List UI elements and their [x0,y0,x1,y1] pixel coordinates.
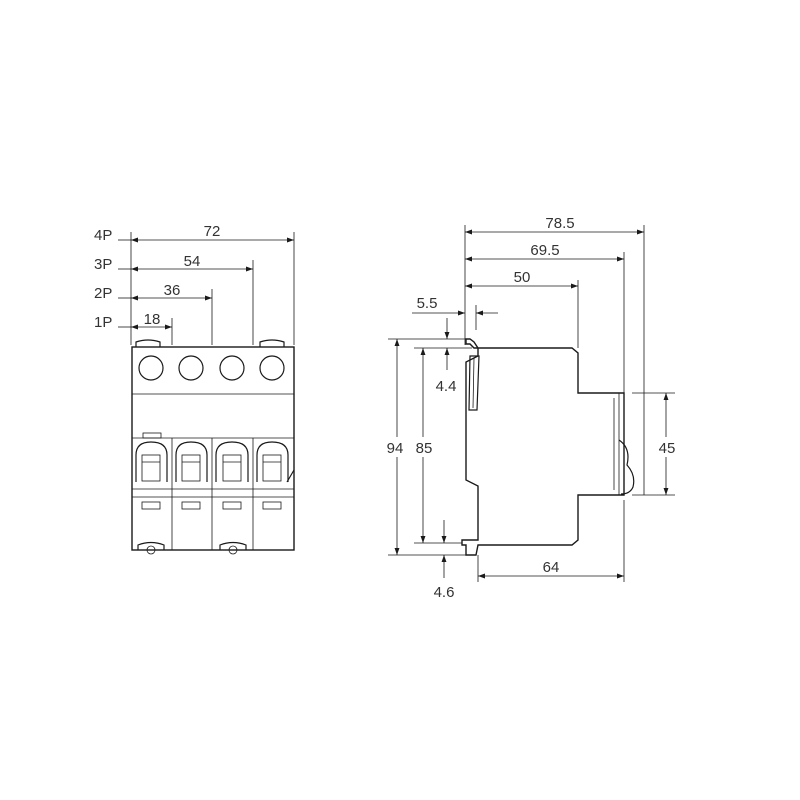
dim-label-4-6: 4.6 [434,584,455,601]
dim-label-45: 45 [659,440,676,457]
pole-label-1p: 1P [94,314,112,331]
dim-label-36: 36 [164,282,181,299]
pole-label-3p: 3P [94,256,112,273]
dim-label-50: 50 [514,269,531,286]
toggle-handle-1 [135,441,168,482]
bottom-terminal-tab-1 [137,541,165,555]
dim-label-78-5: 78.5 [545,215,574,232]
dim-label-94: 94 [387,440,404,457]
dim-label-5-5: 5.5 [417,295,438,312]
dim-label-18: 18 [144,311,161,328]
dim-label-54: 54 [184,253,201,270]
dim-label-85: 85 [416,440,433,457]
dim-label-64: 64 [543,559,560,576]
bottom-terminal-tab-2 [219,541,247,555]
dim-label-4-4: 4.4 [436,378,457,395]
breaker-side-profile [461,338,625,556]
pole-label-4p: 4P [94,227,112,244]
pole-label-2p: 2P [94,285,112,302]
breaker-front-body [131,346,295,551]
terminal-screw-2 [178,355,204,381]
toggle-lever-side [618,439,635,495]
toggle-handle-4 [256,441,289,482]
terminal-screw-4 [259,355,285,381]
toggle-handle-2 [175,441,208,482]
terminal-screw-3 [219,355,245,381]
terminal-screw-1 [138,355,164,381]
din-rail-clip [468,355,480,411]
dim-label-72: 72 [204,223,221,240]
toggle-handle-3 [215,441,249,482]
front-view: 4P 3P 2P 1P 72 54 36 18 [94,223,295,555]
dim-label-69-5: 69.5 [530,242,559,259]
side-view: 78.5 69.5 50 5.5 94 85 4.4 4.6 45 [384,215,680,601]
